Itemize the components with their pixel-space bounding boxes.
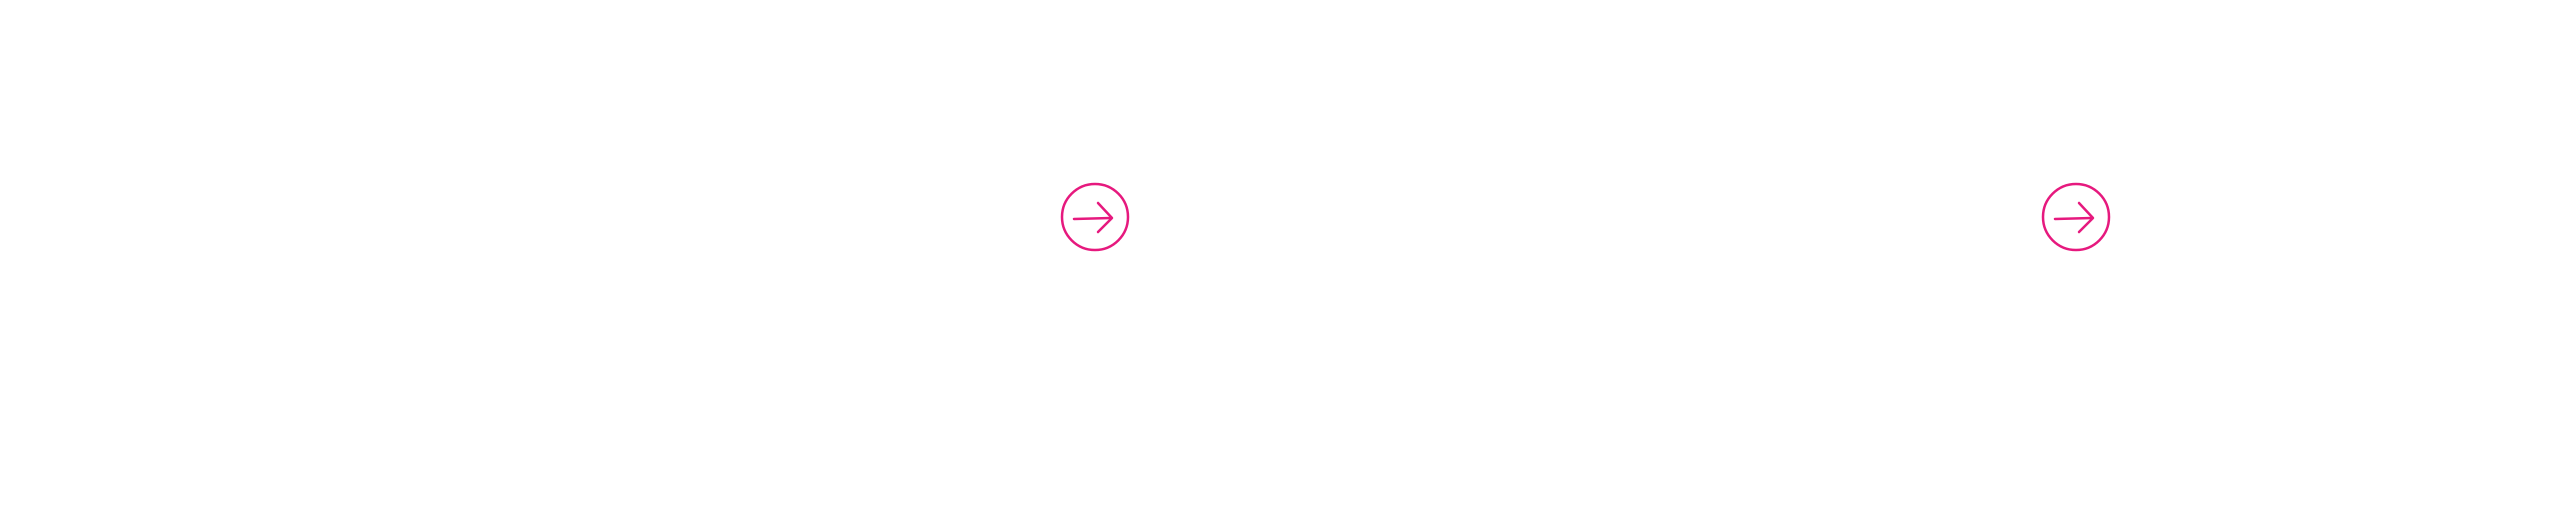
arrow-right-circle-icon [1060,182,1130,252]
next-arrow-button-1[interactable] [1060,182,1130,252]
arrow-right-circle-icon [2041,182,2111,252]
next-arrow-button-2[interactable] [2041,182,2111,252]
